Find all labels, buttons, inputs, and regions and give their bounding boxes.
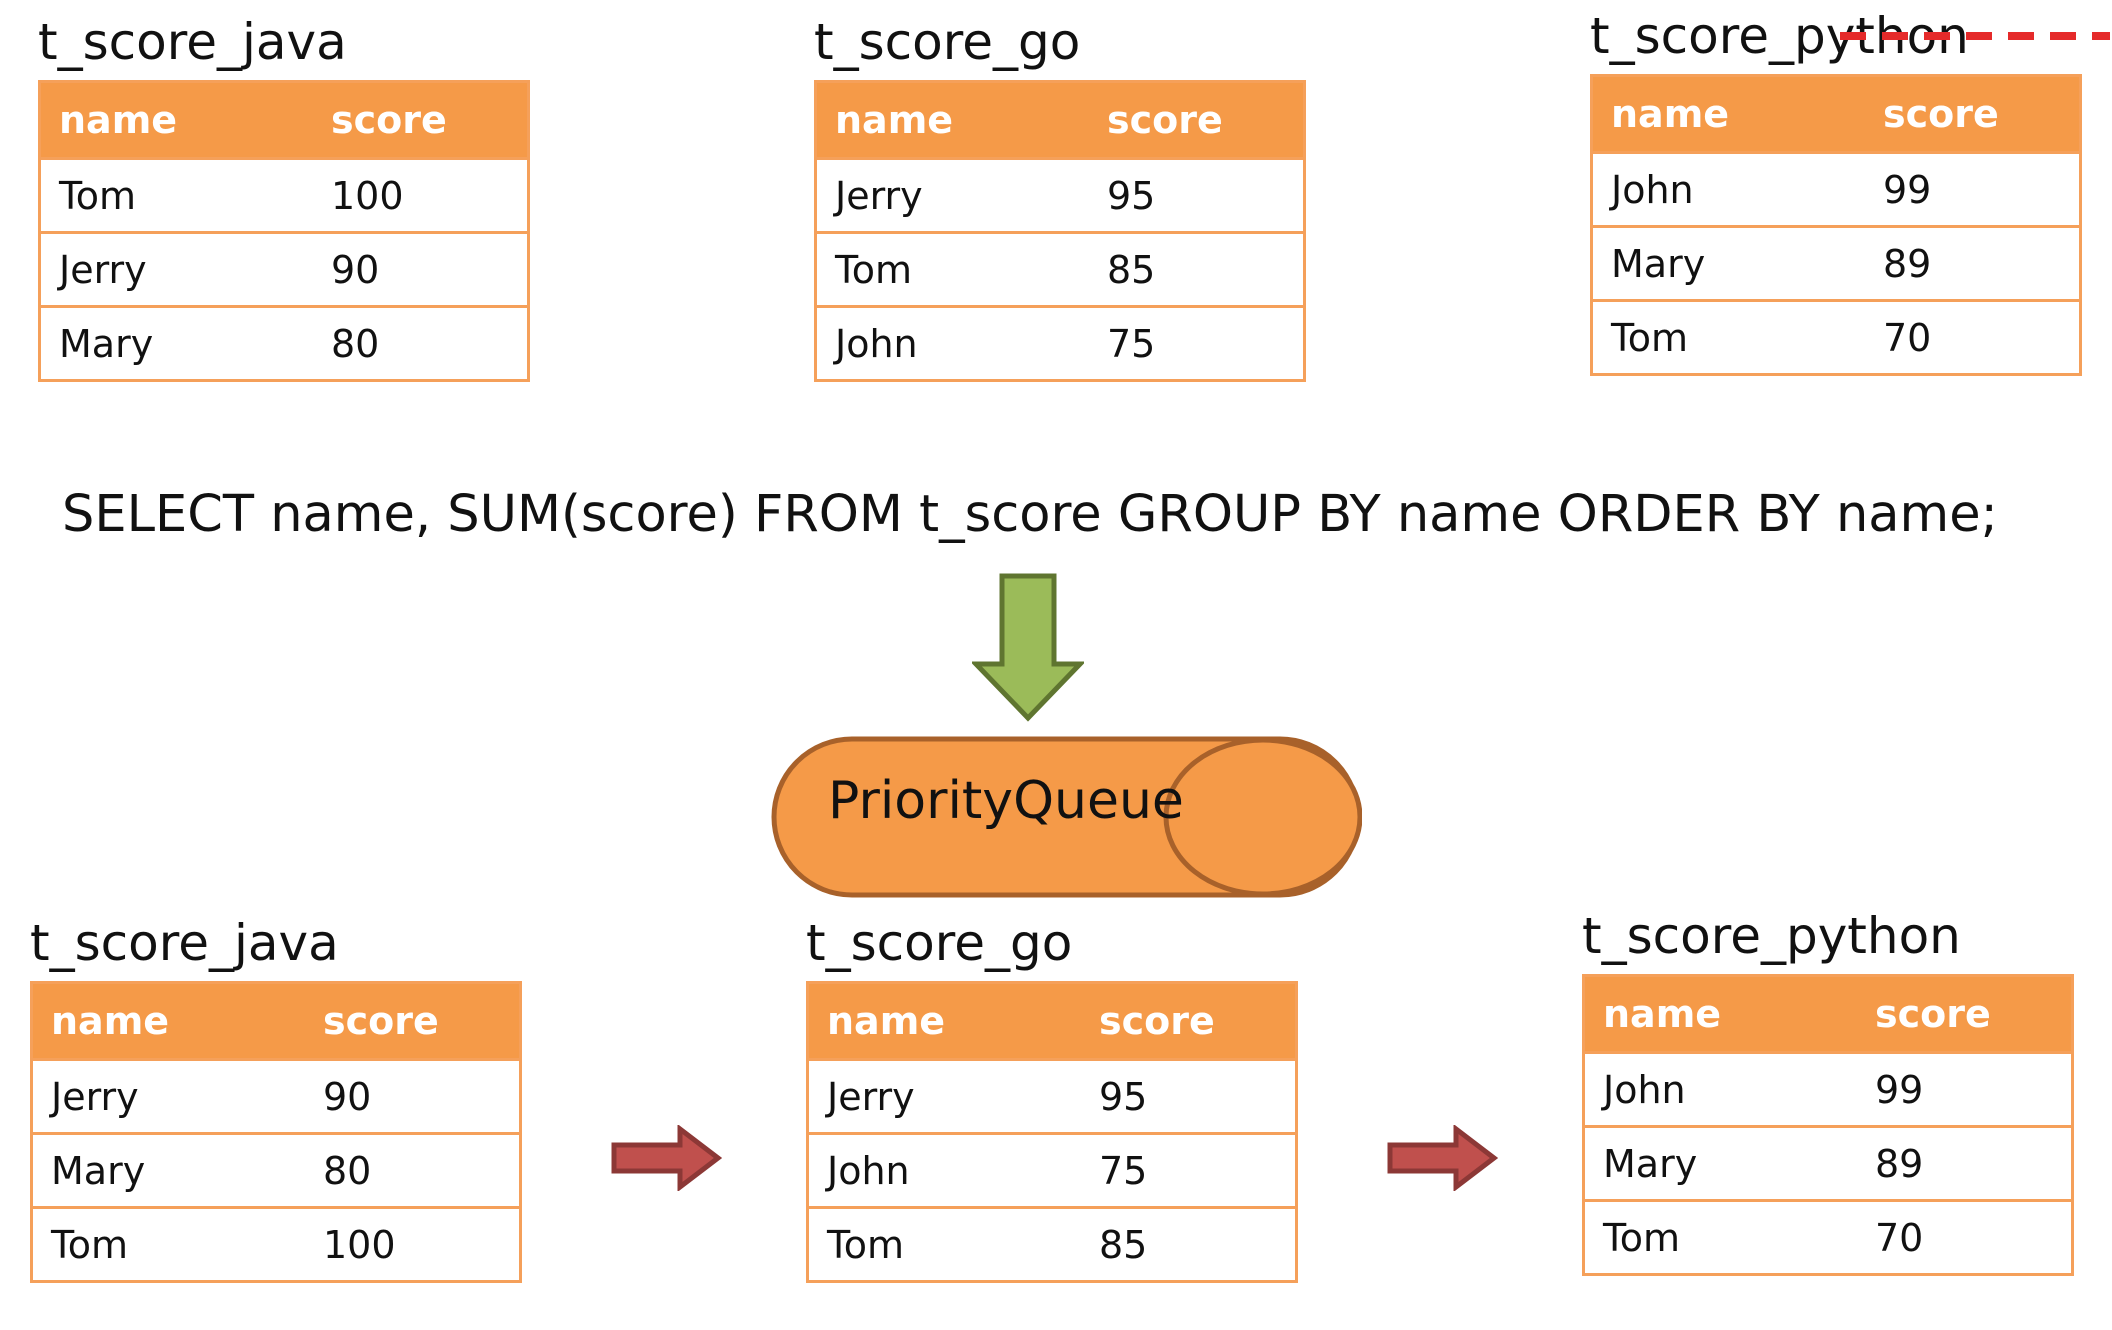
table-header-row: name score	[815, 81, 1305, 159]
cell-name: Mary	[1583, 1125, 1857, 1201]
cell-name: Jerry	[807, 1058, 1081, 1134]
column-header-score: score	[313, 81, 529, 159]
table-row: Jerry 95	[807, 1058, 1297, 1134]
table-header-row: name score	[1583, 975, 2073, 1053]
cell-score: 80	[305, 1132, 521, 1208]
table-header-row: name score	[39, 81, 529, 159]
table-title: t_score_go	[806, 914, 1073, 972]
column-header-name: name	[807, 982, 1081, 1060]
cell-score: 100	[313, 157, 529, 233]
cell-name: Tom	[807, 1206, 1081, 1282]
cell-name: John	[815, 305, 1089, 381]
table-row: John 75	[807, 1132, 1297, 1208]
cell-name: Tom	[1583, 1199, 1857, 1275]
table-row: Mary 80	[31, 1132, 521, 1208]
table-header-row: name score	[31, 982, 521, 1060]
down-arrow-icon	[972, 573, 1084, 722]
table-row: John 99	[1591, 151, 2081, 227]
column-header-name: name	[39, 81, 313, 159]
cell-name: Mary	[31, 1132, 305, 1208]
cell-name: Mary	[39, 305, 313, 381]
table-title: t_score_java	[30, 914, 339, 972]
table-header-row: name score	[807, 982, 1297, 1060]
table-title: t_score_go	[814, 13, 1081, 71]
cell-name: Tom	[31, 1206, 305, 1282]
cell-name: John	[807, 1132, 1081, 1208]
cell-name: Tom	[39, 157, 313, 233]
table-row: Tom 100	[39, 157, 529, 233]
column-header-score: score	[1089, 81, 1305, 159]
table-title: t_score_python	[1582, 907, 1961, 965]
cell-name: Tom	[1591, 299, 1865, 375]
cell-score: 70	[1865, 299, 2081, 375]
column-header-name: name	[815, 81, 1089, 159]
table-title: t_score_java	[38, 13, 347, 71]
cell-name: Jerry	[39, 231, 313, 307]
sql-query: SELECT name, SUM(score) FROM t_score GRO…	[62, 485, 1998, 544]
table-row: John 75	[815, 305, 1305, 381]
cell-score: 99	[1865, 151, 2081, 227]
cell-score: 75	[1089, 305, 1305, 381]
cell-score: 89	[1857, 1125, 2073, 1201]
right-arrow-icon	[611, 1125, 722, 1191]
table-row: Tom 70	[1583, 1199, 2073, 1275]
table-row: Mary 80	[39, 305, 529, 381]
table-row: Tom 100	[31, 1206, 521, 1282]
score-table: name score John 99 Mary 89 Tom 70	[1582, 974, 2074, 1276]
cell-score: 90	[305, 1058, 521, 1134]
table-row: Jerry 90	[39, 231, 529, 307]
score-table: name score Jerry 95 Tom 85 John 75	[814, 80, 1306, 382]
table-row: Tom 85	[807, 1206, 1297, 1282]
column-header-name: name	[31, 982, 305, 1060]
table-row: Mary 89	[1591, 225, 2081, 301]
right-arrow-icon	[1387, 1125, 1498, 1191]
cell-name: Tom	[815, 231, 1089, 307]
priority-queue-shape	[771, 736, 1362, 898]
table-header-row: name score	[1591, 75, 2081, 153]
priority-queue-label: PriorityQueue	[828, 771, 1184, 831]
table-row: Tom 85	[815, 231, 1305, 307]
column-header-score: score	[1081, 982, 1297, 1060]
cell-name: Jerry	[31, 1058, 305, 1134]
cell-name: John	[1583, 1051, 1857, 1127]
cell-name: Mary	[1591, 225, 1865, 301]
cell-score: 100	[305, 1206, 521, 1282]
cell-score: 85	[1081, 1206, 1297, 1282]
column-header-score: score	[1865, 75, 2081, 153]
cell-score: 99	[1857, 1051, 2073, 1127]
cell-score: 85	[1089, 231, 1305, 307]
column-header-name: name	[1591, 75, 1865, 153]
cell-score: 80	[313, 305, 529, 381]
column-header-name: name	[1583, 975, 1857, 1053]
cell-score: 95	[1081, 1058, 1297, 1134]
score-table: name score Jerry 95 John 75 Tom 85	[806, 981, 1298, 1283]
score-table: name score John 99 Mary 89 Tom 70	[1590, 74, 2082, 376]
column-header-score: score	[305, 982, 521, 1060]
cell-score: 70	[1857, 1199, 2073, 1275]
table-row: John 99	[1583, 1051, 2073, 1127]
table-row: Jerry 95	[815, 157, 1305, 233]
table-row: Jerry 90	[31, 1058, 521, 1134]
column-header-score: score	[1857, 975, 2073, 1053]
score-table: name score Jerry 90 Mary 80 Tom 100	[30, 981, 522, 1283]
cell-score: 89	[1865, 225, 2081, 301]
cell-name: Jerry	[815, 157, 1089, 233]
score-table: name score Tom 100 Jerry 90 Mary 80	[38, 80, 530, 382]
cell-name: John	[1591, 151, 1865, 227]
watermark-mark	[1840, 32, 2110, 40]
cell-score: 90	[313, 231, 529, 307]
table-row: Mary 89	[1583, 1125, 2073, 1201]
cell-score: 95	[1089, 157, 1305, 233]
table-row: Tom 70	[1591, 299, 2081, 375]
cell-score: 75	[1081, 1132, 1297, 1208]
